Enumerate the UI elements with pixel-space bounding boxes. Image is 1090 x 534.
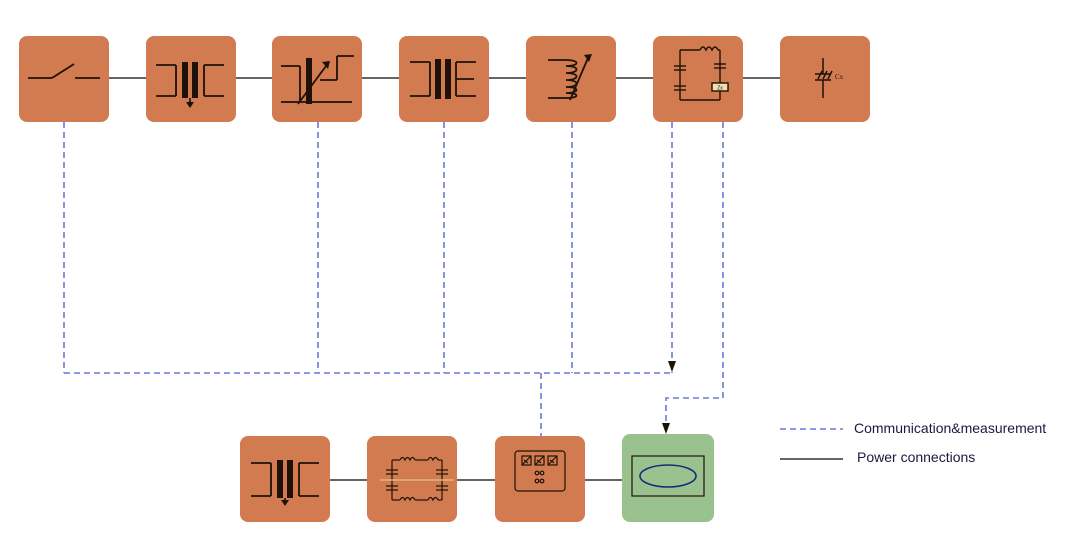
communication-lines bbox=[63, 122, 724, 436]
comm-arrow-divider bbox=[668, 361, 676, 372]
transformer-icon bbox=[156, 62, 224, 108]
block-transformer-2 bbox=[399, 36, 489, 122]
block-reactor bbox=[526, 36, 616, 122]
power-lines bbox=[109, 77, 780, 481]
control-panel-icon bbox=[514, 450, 566, 492]
block-filter-divider: Zx bbox=[653, 36, 743, 122]
block-regulator bbox=[272, 36, 362, 122]
capacitor-divider-icon bbox=[674, 46, 729, 101]
legend-power-label: Power connections bbox=[857, 449, 976, 465]
block-aux-transformer bbox=[240, 436, 330, 522]
transformer-icon bbox=[251, 460, 319, 506]
variable-reactor-icon bbox=[548, 54, 592, 101]
block-step-transformer bbox=[146, 36, 236, 122]
block-control-panel bbox=[495, 436, 585, 522]
block-filter-unit bbox=[367, 436, 457, 522]
divider-label: Zx bbox=[717, 86, 723, 92]
legend-communication-label: Communication&measurement bbox=[854, 420, 1047, 436]
comm-line-divider-to-scope bbox=[665, 122, 724, 434]
transformer-icon bbox=[410, 59, 476, 99]
variable-transformer-icon bbox=[281, 55, 354, 105]
capacitor-icon bbox=[815, 58, 833, 98]
oscilloscope-display-icon bbox=[631, 455, 705, 497]
comm-arrow-scope bbox=[662, 423, 670, 434]
test-object-label: Cx bbox=[835, 73, 844, 81]
block-test-object: Cx bbox=[780, 36, 870, 122]
lc-filter-icon bbox=[380, 456, 454, 502]
switch-icon bbox=[28, 63, 100, 79]
block-switch bbox=[19, 36, 109, 122]
block-oscilloscope bbox=[622, 434, 714, 522]
